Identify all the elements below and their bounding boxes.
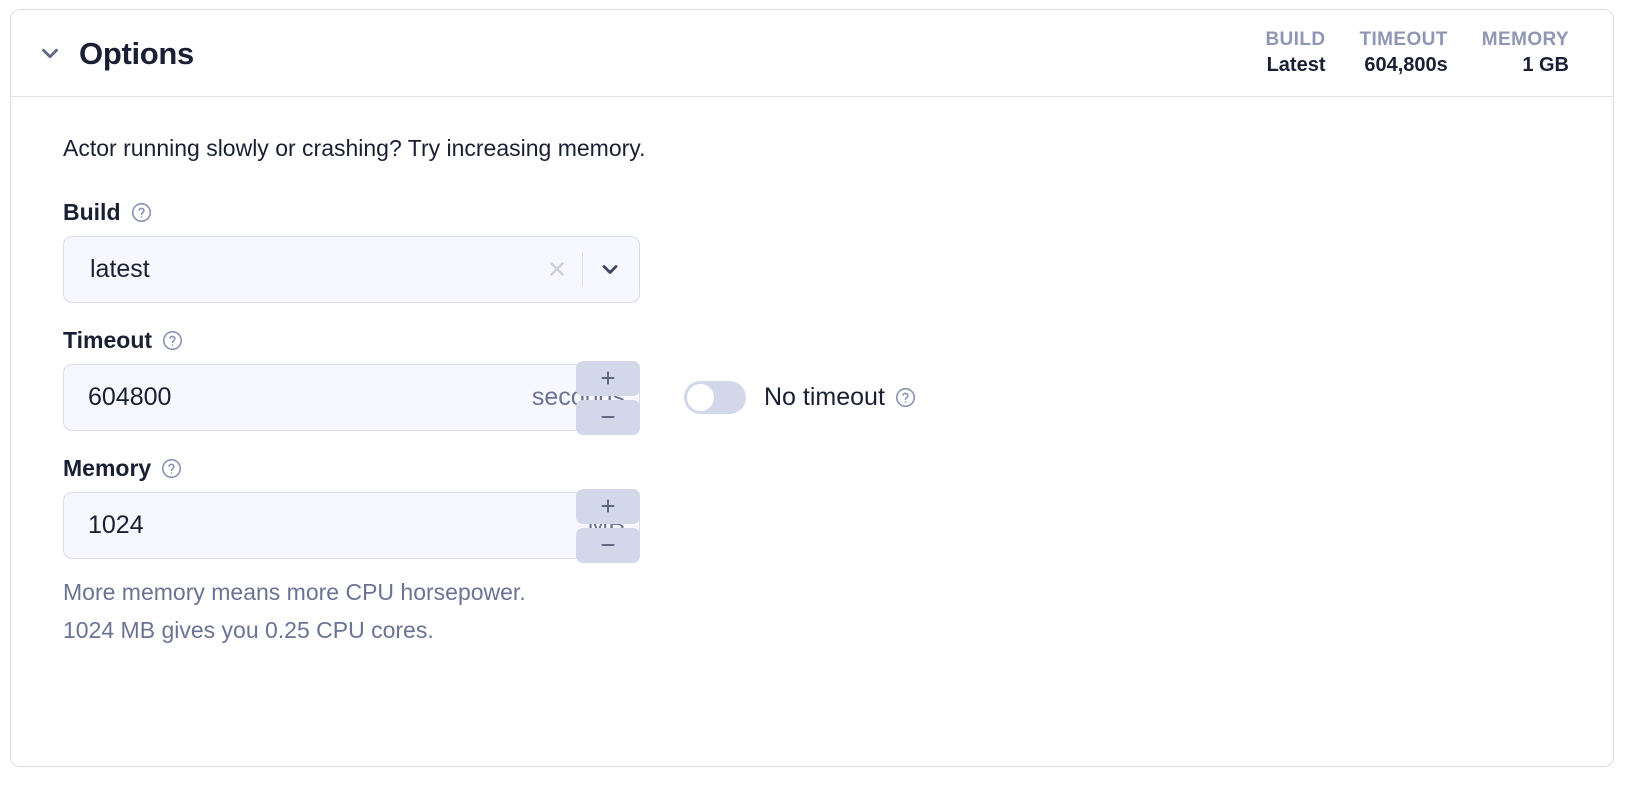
timeout-stepper <box>576 360 640 435</box>
intro-text: Actor running slowly or crashing? Try in… <box>63 135 646 161</box>
timeout-input-wrapper: seconds <box>63 360 640 435</box>
no-timeout-label: No timeout <box>764 382 885 411</box>
stat-timeout-label: TIMEOUT <box>1359 28 1448 50</box>
stat-memory-label: MEMORY <box>1481 28 1569 50</box>
memory-stepper <box>576 488 640 563</box>
timeout-label: Timeout <box>63 326 153 353</box>
help-circle-icon[interactable] <box>131 202 152 223</box>
no-timeout-label-row: No timeout <box>764 382 916 411</box>
build-field: Build latest <box>63 198 1587 303</box>
memory-hint-line-1: More memory means more CPU horsepower. <box>63 578 526 605</box>
help-circle-icon[interactable] <box>161 458 182 479</box>
select-divider <box>581 252 583 287</box>
stat-build-label: BUILD <box>1265 28 1326 50</box>
memory-label-row: Memory <box>63 454 1587 481</box>
chevron-down-icon[interactable] <box>37 40 63 66</box>
options-collapse-toggle[interactable]: Options <box>37 38 194 69</box>
timeout-field: Timeout seconds <box>63 326 1587 435</box>
stat-memory: MEMORY 1 GB <box>1448 27 1569 80</box>
stat-timeout: TIMEOUT 604,800s <box>1326 27 1448 80</box>
minus-icon[interactable] <box>576 399 640 435</box>
help-circle-icon[interactable] <box>895 387 916 408</box>
page-title: Options <box>79 35 194 71</box>
memory-input[interactable] <box>88 510 588 540</box>
minus-icon[interactable] <box>576 527 640 563</box>
build-label: Build <box>63 198 121 225</box>
options-card: Options BUILD Latest TIMEOUT 604,800s ME… <box>10 9 1614 767</box>
stat-timeout-value: 604,800s <box>1364 54 1448 77</box>
timeout-control-row: seconds <box>63 360 1587 435</box>
timeout-label-row: Timeout <box>63 326 1587 353</box>
stat-memory-value: 1 GB <box>1522 54 1569 77</box>
stat-build-value: Latest <box>1266 54 1326 77</box>
build-select[interactable]: latest <box>63 235 640 303</box>
memory-field: Memory MB <box>63 454 1587 650</box>
header-stats: BUILD Latest TIMEOUT 604,800s MEMORY 1 G… <box>1231 27 1587 80</box>
chevron-down-icon[interactable] <box>595 254 625 284</box>
memory-label: Memory <box>63 454 152 481</box>
no-timeout-group: No timeout <box>684 380 916 414</box>
no-timeout-toggle[interactable] <box>684 380 746 414</box>
options-card-body: Actor running slowly or crashing? Try in… <box>11 97 1613 650</box>
close-icon[interactable] <box>542 254 572 284</box>
memory-hint-line-2: 1024 MB gives you 0.25 CPU cores. <box>63 617 434 644</box>
plus-icon[interactable] <box>576 488 640 524</box>
options-card-header: Options BUILD Latest TIMEOUT 604,800s ME… <box>11 10 1613 97</box>
memory-hint: More memory means more CPU horsepower. 1… <box>63 573 1587 650</box>
build-label-row: Build <box>63 198 1587 225</box>
stat-build: BUILD Latest <box>1231 27 1325 80</box>
plus-icon[interactable] <box>576 360 640 396</box>
timeout-input[interactable] <box>88 382 532 412</box>
build-select-value: latest <box>90 254 150 283</box>
help-circle-icon[interactable] <box>162 330 183 351</box>
memory-input-wrapper: MB <box>63 488 640 563</box>
toggle-knob <box>687 383 714 411</box>
